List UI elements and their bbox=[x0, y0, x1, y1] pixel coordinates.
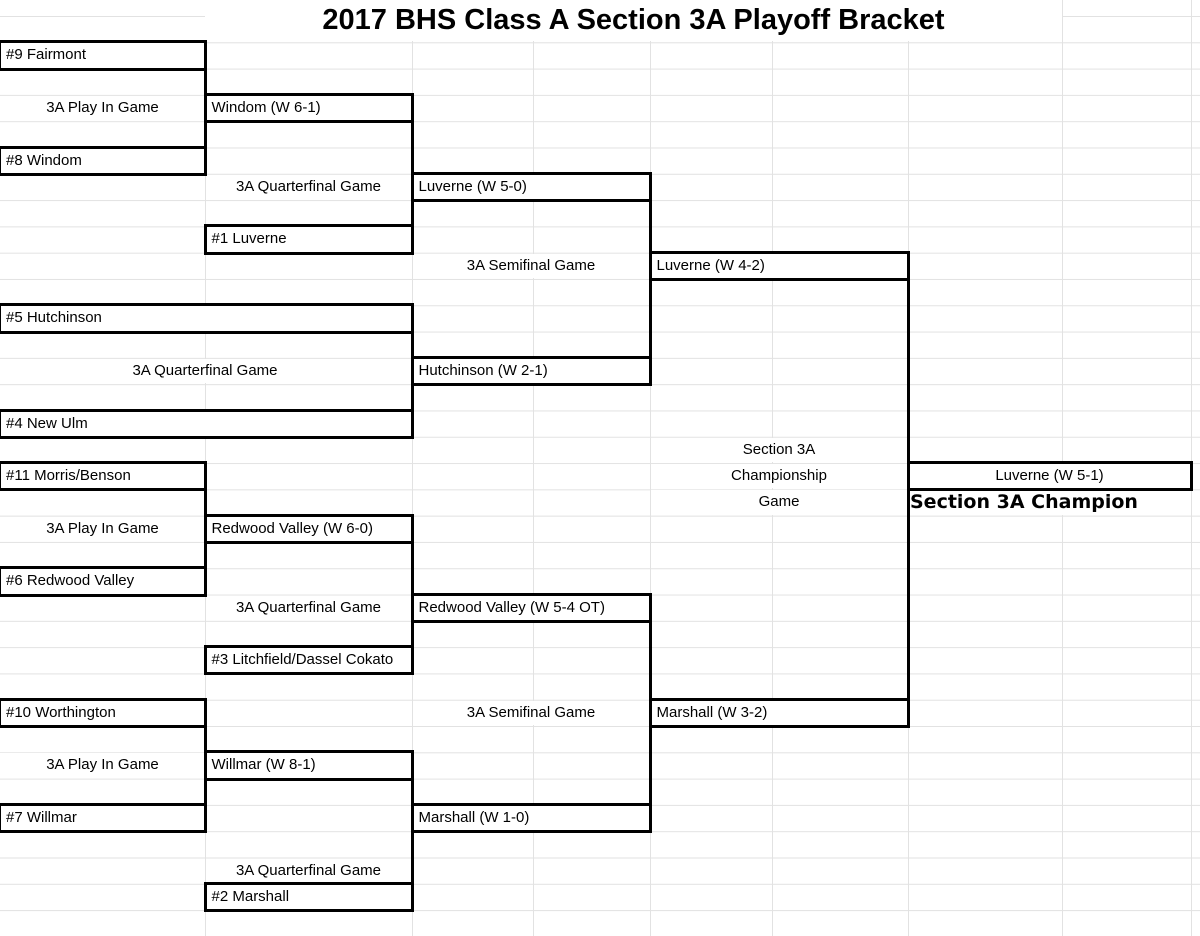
winner-box-qf1: Luverne (W 5-0) bbox=[410, 171, 652, 203]
winner-box-qf4: Marshall (W 1-0) bbox=[410, 803, 652, 834]
grid-column-line bbox=[533, 0, 534, 936]
playin-game-label-3: 3A Play In Game bbox=[0, 753, 205, 778]
quarterfinal-game-label-2: 3A Quarterfinal Game bbox=[0, 358, 410, 384]
grid-column-line bbox=[650, 0, 651, 936]
semifinal-game-label-1: 3A Semifinal Game bbox=[413, 253, 649, 278]
winner-box-qf3: Redwood Valley (W 5-4 OT) bbox=[410, 592, 652, 623]
seed-box-5-hutchinson: #5 Hutchinson bbox=[0, 303, 414, 334]
page-title: 2017 BHS Class A Section 3A Playoff Brac… bbox=[205, 0, 1062, 41]
seed-box-6-redwood-valley: #6 Redwood Valley bbox=[0, 566, 207, 597]
seed-box-11-morris-benson: #11 Morris/Benson bbox=[0, 461, 207, 492]
seed-box-1-luverne: #1 Luverne bbox=[203, 224, 414, 255]
seed-box-9-fairmont: #9 Fairmont bbox=[0, 40, 207, 71]
quarterfinal-game-label-3: 3A Quarterfinal Game bbox=[206, 595, 411, 620]
championship-label-line2: Championship bbox=[651, 464, 907, 489]
playin-game-label-1: 3A Play In Game bbox=[0, 95, 205, 121]
winner-box-playin2: Redwood Valley (W 6-0) bbox=[203, 513, 414, 544]
grid-column-line bbox=[412, 0, 413, 936]
seed-box-2-marshall: #2 Marshall bbox=[203, 881, 414, 913]
seed-box-10-worthington: #10 Worthington bbox=[0, 697, 207, 729]
seed-box-3-litchfield-dassel-cokato: #3 Litchfield/Dassel Cokato bbox=[203, 645, 414, 676]
quarterfinal-game-label-4: 3A Quarterfinal Game bbox=[206, 858, 411, 883]
winner-box-playin1: Windom (W 6-1) bbox=[203, 92, 414, 124]
semifinal-game-label-2: 3A Semifinal Game bbox=[413, 700, 649, 726]
section-champion-caption: Section 3A Champion bbox=[910, 490, 1190, 515]
champion-box: Luverne (W 5-1) bbox=[906, 461, 1193, 492]
playin-game-label-2: 3A Play In Game bbox=[0, 516, 205, 541]
championship-label-line1: Section 3A bbox=[651, 437, 907, 463]
seed-box-7-willmar: #7 Willmar bbox=[0, 803, 207, 834]
winner-box-sf2: Marshall (W 3-2) bbox=[648, 697, 910, 729]
winner-box-playin3: Willmar (W 8-1) bbox=[203, 750, 414, 781]
quarterfinal-game-label-1: 3A Quarterfinal Game bbox=[206, 174, 411, 200]
seed-box-4-new-ulm: #4 New Ulm bbox=[0, 408, 414, 439]
seed-box-8-windom: #8 Windom bbox=[0, 145, 207, 176]
winner-box-qf2: Hutchinson (W 2-1) bbox=[410, 355, 652, 387]
winner-box-sf1: Luverne (W 4-2) bbox=[648, 250, 910, 281]
championship-label-line3: Game bbox=[651, 490, 907, 515]
